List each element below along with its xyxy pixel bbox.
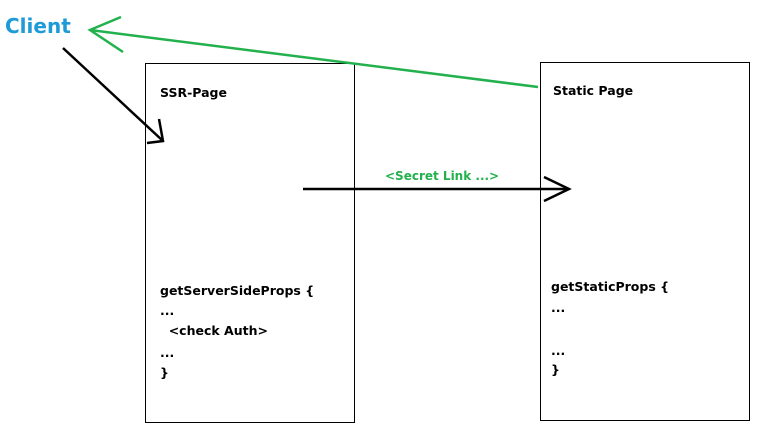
ssr-page-box <box>145 63 355 423</box>
static-code-line: ... <box>551 343 566 358</box>
secret-link-label: <Secret Link ...> <box>385 169 500 183</box>
client-label: Client <box>5 14 71 38</box>
ssr-code-line: ... <box>160 303 175 318</box>
static-page-box <box>540 62 750 421</box>
ssr-code-line: getServerSideProps { <box>160 283 315 298</box>
static-code-line: ... <box>551 300 566 315</box>
ssr-code-line: ... <box>160 345 175 360</box>
static-page-title: Static Page <box>553 83 634 98</box>
ssr-page-title: SSR-Page <box>160 85 227 100</box>
return-arrow <box>87 15 539 89</box>
static-code-line: } <box>551 362 560 377</box>
secret-link-arrow <box>303 175 572 203</box>
ssr-code-line: <check Auth> <box>160 323 268 338</box>
request-arrow <box>62 47 165 145</box>
static-code-line: getStaticProps { <box>551 279 670 294</box>
ssr-code-line: } <box>160 365 169 380</box>
